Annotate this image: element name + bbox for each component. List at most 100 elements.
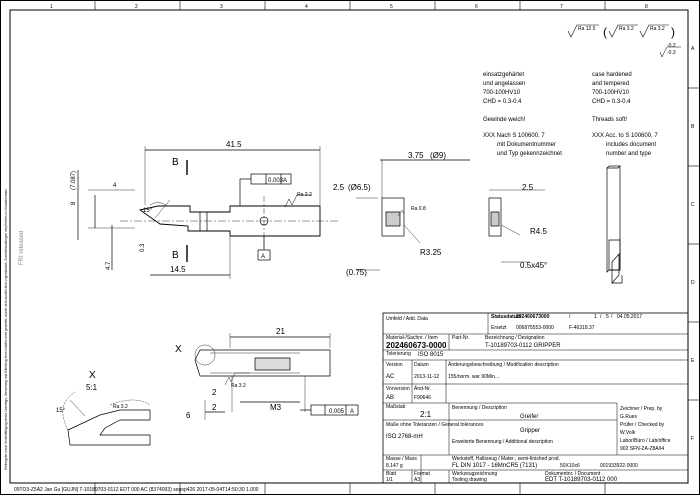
tb-format-label: Format bbox=[414, 471, 430, 477]
tb-status-value: 202460673000 bbox=[516, 314, 550, 320]
dim-7-087: (7.087) bbox=[71, 171, 77, 190]
tb-docno-value: EDT T-10189703-0112 000 bbox=[545, 477, 618, 483]
zone-ticks bbox=[94, 0, 700, 495]
perp-value: 0.005 bbox=[329, 409, 345, 415]
detail-x-labels: X 5:1 15° Ra 3.2 bbox=[56, 370, 128, 414]
zone-col-5: 5 bbox=[390, 4, 393, 10]
tb-gen-tol-label: Maße ohne Toleranzen / General tolerance… bbox=[386, 422, 484, 428]
tb-date-value: 2013-11-12 bbox=[414, 374, 439, 380]
tb-version-label: Version bbox=[386, 362, 403, 368]
tol-bottom: -0.3 bbox=[667, 50, 676, 56]
tb-ersetzt-f: F-46318.37 bbox=[569, 325, 595, 331]
svg-text:number and type: number and type bbox=[606, 151, 652, 157]
bottom-view-labels: 21 2 6 2 M3 0.005 A Ra 3.2 X bbox=[175, 327, 354, 420]
zone-col-2: 2 bbox=[135, 4, 138, 10]
detail-x-marker: X bbox=[175, 344, 182, 355]
zone-labels: 1 2 3 4 5 6 7 8 A B C D E F bbox=[50, 4, 695, 442]
tb-checked-label: Prüfer / Checked by bbox=[620, 422, 665, 428]
tb-prev-label: Vorversion bbox=[386, 386, 410, 392]
tb-name-de: Greifer bbox=[520, 414, 538, 420]
tb-type-label: Werkzeugzeichnung bbox=[452, 471, 497, 477]
svg-text:Threads soft!: Threads soft! bbox=[592, 117, 627, 123]
svg-text:includes document: includes document bbox=[606, 142, 656, 148]
main-view-labels: 41.5 0.003 A A B B Ra 3.2 15° 8 (7.087) … bbox=[71, 140, 312, 274]
zone-col-3: 3 bbox=[220, 4, 223, 10]
bottom-view bbox=[194, 333, 359, 420]
zone-col-8: 8 bbox=[645, 4, 648, 10]
tb-rev-slash: / bbox=[569, 314, 571, 320]
zone-row-f: F bbox=[691, 436, 694, 442]
dim-phi9: (Ø9) bbox=[430, 151, 446, 160]
dim-4: 4 bbox=[113, 183, 117, 189]
side-detail-labels: 2.5 R4.5 0.5x45° bbox=[520, 183, 547, 270]
dim-8: 8 bbox=[71, 201, 77, 205]
radius-4-5: R4.5 bbox=[530, 227, 547, 236]
dim-3-75: 3.75 bbox=[408, 151, 424, 160]
tb-name-en: Gripper bbox=[520, 428, 540, 434]
flatness-datum: A bbox=[283, 178, 287, 184]
ra-bracket-2: Ra 3.2 bbox=[650, 26, 665, 32]
tb-material-label: Material-/Sachnr. / Item bbox=[386, 335, 438, 341]
angle-15-detail: 15° bbox=[56, 408, 66, 414]
tb-sheet-label: Blatt bbox=[386, 471, 397, 477]
tb-tolerance-value: ISO 8015 bbox=[418, 352, 444, 358]
svg-text:XXX Nach S 100600. 7: XXX Nach S 100600. 7 bbox=[483, 133, 545, 139]
tb-tolerance-label: Tolerierung bbox=[386, 351, 411, 357]
tb-rev-1: 1 bbox=[594, 314, 597, 320]
tb-part-number: 202460673-0000 bbox=[386, 341, 447, 350]
tb-rev-5: 5 bbox=[606, 314, 609, 320]
tb-scale-value: 2:1 bbox=[420, 410, 432, 419]
chamfer-05x45: 0.5x45° bbox=[520, 261, 547, 270]
tb-type-value: Tooling drawing bbox=[452, 477, 487, 483]
ra-bracket-1: Ra 3.2 bbox=[619, 26, 634, 32]
svg-text:and tempered: and tempered bbox=[592, 81, 629, 87]
dim-phi6-5: (Ø6.5) bbox=[348, 183, 371, 192]
zone-row-d: D bbox=[691, 280, 695, 286]
section-b-top: B bbox=[172, 157, 179, 168]
ra-0-8: Ra 0.8 bbox=[411, 206, 426, 212]
drawing-frame bbox=[9, 9, 689, 484]
tb-change-label: Änderungsbeschreibung / Modification des… bbox=[448, 361, 559, 368]
ra-3-2-bottom: Ra 3.2 bbox=[231, 383, 246, 389]
zone-row-e: E bbox=[691, 358, 695, 364]
zone-row-a: A bbox=[691, 46, 695, 52]
tb-part-label: Part-Nr. bbox=[452, 335, 469, 341]
thread-m3: M3 bbox=[270, 403, 282, 412]
svg-text:und Typ gekennzeichnet: und Typ gekennzeichnet bbox=[497, 151, 562, 157]
detail-x-view bbox=[62, 391, 151, 446]
dim-2-5: 2.5 bbox=[333, 183, 345, 192]
tb-dept-value: 902 SFN-ZA-Z8A/I4 bbox=[620, 446, 664, 452]
tb-mass-value: 8.147 g bbox=[386, 463, 403, 469]
zone-col-4: 4 bbox=[305, 4, 308, 10]
tb-scale-label: Maßstab bbox=[386, 404, 406, 410]
detail-x-scale: 5:1 bbox=[86, 383, 98, 392]
release-stamp: FRI released bbox=[19, 231, 25, 265]
ra-3-2-detail: Ra 3.2 bbox=[113, 404, 128, 410]
dim-6: 6 bbox=[186, 411, 191, 420]
tb-ando-value: F90646 bbox=[414, 395, 431, 401]
tb-rev-date: 04.05.2017 bbox=[617, 314, 642, 320]
ra-general: Ra 12.5 bbox=[578, 26, 596, 32]
tb-dept-label: Labor/Büro / Lab/office bbox=[620, 438, 671, 444]
tb-checked-value: W.Volk bbox=[620, 430, 636, 436]
svg-text:700-100HV10: 700-100HV10 bbox=[483, 90, 521, 96]
ra-3-2-main: Ra 3.2 bbox=[297, 192, 312, 198]
paren-open: ( bbox=[603, 25, 607, 39]
tb-status-label: Statusdatum bbox=[491, 314, 522, 320]
legal-notice: Weitergabe sowie Vervielfältigung dieser… bbox=[4, 188, 8, 470]
tb-version-value: AC bbox=[386, 374, 395, 380]
tb-blank-value: 50X10x6 bbox=[560, 463, 580, 469]
dim-2-5-side: 2.5 bbox=[522, 183, 534, 192]
perp-datum: A bbox=[350, 409, 354, 415]
file-path-footer: 09TO3-Z5A2 Jan Gu [GUJN] T-10189703-0112… bbox=[14, 487, 259, 493]
zone-row-b: B bbox=[691, 124, 695, 130]
tb-description-label: Benennung / Description bbox=[452, 405, 507, 411]
svg-text:einsatzgehärtet: einsatzgehärtet bbox=[483, 72, 524, 78]
title-block-text: Umfeld / Add. Data Statusdatum 202460673… bbox=[386, 314, 671, 483]
tb-gen-tol-value: ISO 2768-mH bbox=[386, 434, 423, 440]
tb-extended-label: Erweiterte Benennung / Additional descri… bbox=[452, 439, 553, 445]
dim-2-lower: 2 bbox=[212, 403, 217, 412]
tb-designation-label: Bezeichnung / Designation bbox=[485, 335, 545, 341]
svg-text:CHD = 0.3-0.4: CHD = 0.3-0.4 bbox=[592, 99, 631, 105]
